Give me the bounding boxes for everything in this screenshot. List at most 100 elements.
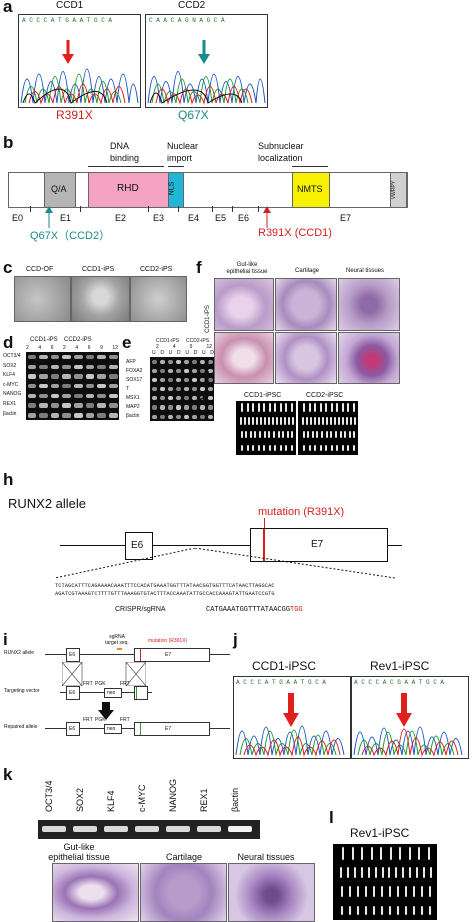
chromosome [245,431,248,439]
chromosome [241,445,244,452]
gel-band [74,393,83,399]
chromosome [360,866,363,879]
chromosome [277,431,280,439]
d-gene: KLF4 [3,372,15,379]
gel-band [27,413,37,418]
exon-label: E1 [60,213,72,223]
gel-band [108,384,118,389]
chromosome [389,906,391,915]
gel-band [27,403,37,408]
chromosome [274,403,277,413]
d-gene: REX1 [3,400,17,407]
i-e7-label: E7 [165,652,172,658]
h-seq-bottom: AGATCGTAAAGTCTTTTGTTTAAAGGTGTACTTTACCAAA… [55,591,275,597]
exon-label: E7 [340,213,352,223]
i-e6-box: E6 [66,648,80,662]
chromosome [272,417,274,426]
k-gene: REX1 [199,788,209,812]
chromosome [336,403,339,413]
i-rp-repair-mark [140,723,141,735]
chromosome [388,866,391,879]
chromosome [314,445,317,452]
chromosome [307,431,310,439]
chromosome [246,403,249,413]
gel-band [39,384,48,389]
chromosome [381,906,383,915]
e-lanes-top: 2 4 9 12 [156,344,212,350]
gel-band [159,405,165,410]
f-col-label: Gut-like epithelial tissue [226,262,268,275]
i-rp-neo-label: neo [107,726,116,732]
i-rp-frt-label: FRT [83,717,93,723]
exon-label: E5 [215,213,227,223]
dna-binding-label: DNA binding [110,141,140,163]
chromosome [397,906,399,915]
e-gene: βactin [126,413,140,419]
gel-band [167,368,173,373]
ccd2-title: CCD2 [178,0,206,11]
chromosome [389,886,391,897]
i-e6-label: E6 [69,652,76,658]
chromosome [353,431,356,439]
chromosome [389,846,392,861]
chromosome [399,846,402,861]
j-ccd1-seq: A C C C A T G A A T G C A [236,679,327,686]
panel-label-j: j [233,630,238,649]
k-band [166,826,190,832]
chromosome [325,403,328,413]
chromosome [339,866,342,879]
gel-band [74,354,83,360]
i-frt-label: FRT [120,681,130,687]
chromosome [429,906,431,915]
chromosome [252,403,255,413]
exon-tick [212,206,213,212]
d-gene-list: OCT3/4 SOX2 KLF4 c-MYC NANOG REX1 βactin [3,352,27,419]
chromosome [409,866,412,879]
d-gene: NANOG [3,391,22,398]
d-header: CCD1-iPS [30,337,58,343]
gel-band [167,387,173,392]
gel-band [183,396,189,401]
chromosome [310,417,312,426]
e-gene-list: AFP FOXA2 SOX17 T MSX1 MAP2 βactin [126,358,150,421]
ccd1-chromatogram: A C C C A T G A A T G C A [18,14,141,108]
chromosome [259,431,262,439]
i-targeting-label: Targeting vector [4,688,40,694]
d-gel [26,352,119,420]
f-ccd1-gut-image [214,278,274,331]
h-seq-top: TCTAGCATTTCAGAAAACAAATTTCCACATGAAATGGTTT… [55,583,275,589]
nmts-domain: NMTS [292,172,330,208]
chromosome [303,403,306,413]
chromosome [413,906,415,915]
k-gene: OCT3/4 [44,780,54,812]
chromosome [342,417,344,426]
chromosome [306,417,308,426]
chromosome [260,417,262,426]
panel-label-c: c [3,258,13,277]
k-band [42,826,66,832]
chromosome [268,445,271,452]
f-ccd2-gut-image [214,332,274,384]
e-lane: 9 [189,344,193,350]
chromosome [322,417,324,426]
gel-band [97,413,106,418]
i-rp-pgk-label: PGK [95,717,106,723]
g-ccd2-karyotype [298,401,358,455]
chromosome [248,417,250,426]
k-band [73,826,97,832]
chromosome [367,866,370,879]
i-mut-mark [140,649,141,661]
i-down-arrow [98,702,114,720]
e-gene: AFP [126,359,136,365]
subnuclear-line [292,166,328,167]
chromosome [405,886,407,897]
gel-band [151,387,157,392]
chromosome [246,445,249,452]
gel-band [191,378,197,383]
f-row-label: CCD1-iPS [204,305,211,333]
e-lane: D [210,350,214,356]
d-header: CCD2-iPS [64,337,92,343]
exon-tick [258,206,259,212]
chromosome [325,445,328,452]
gel-band [39,403,48,408]
